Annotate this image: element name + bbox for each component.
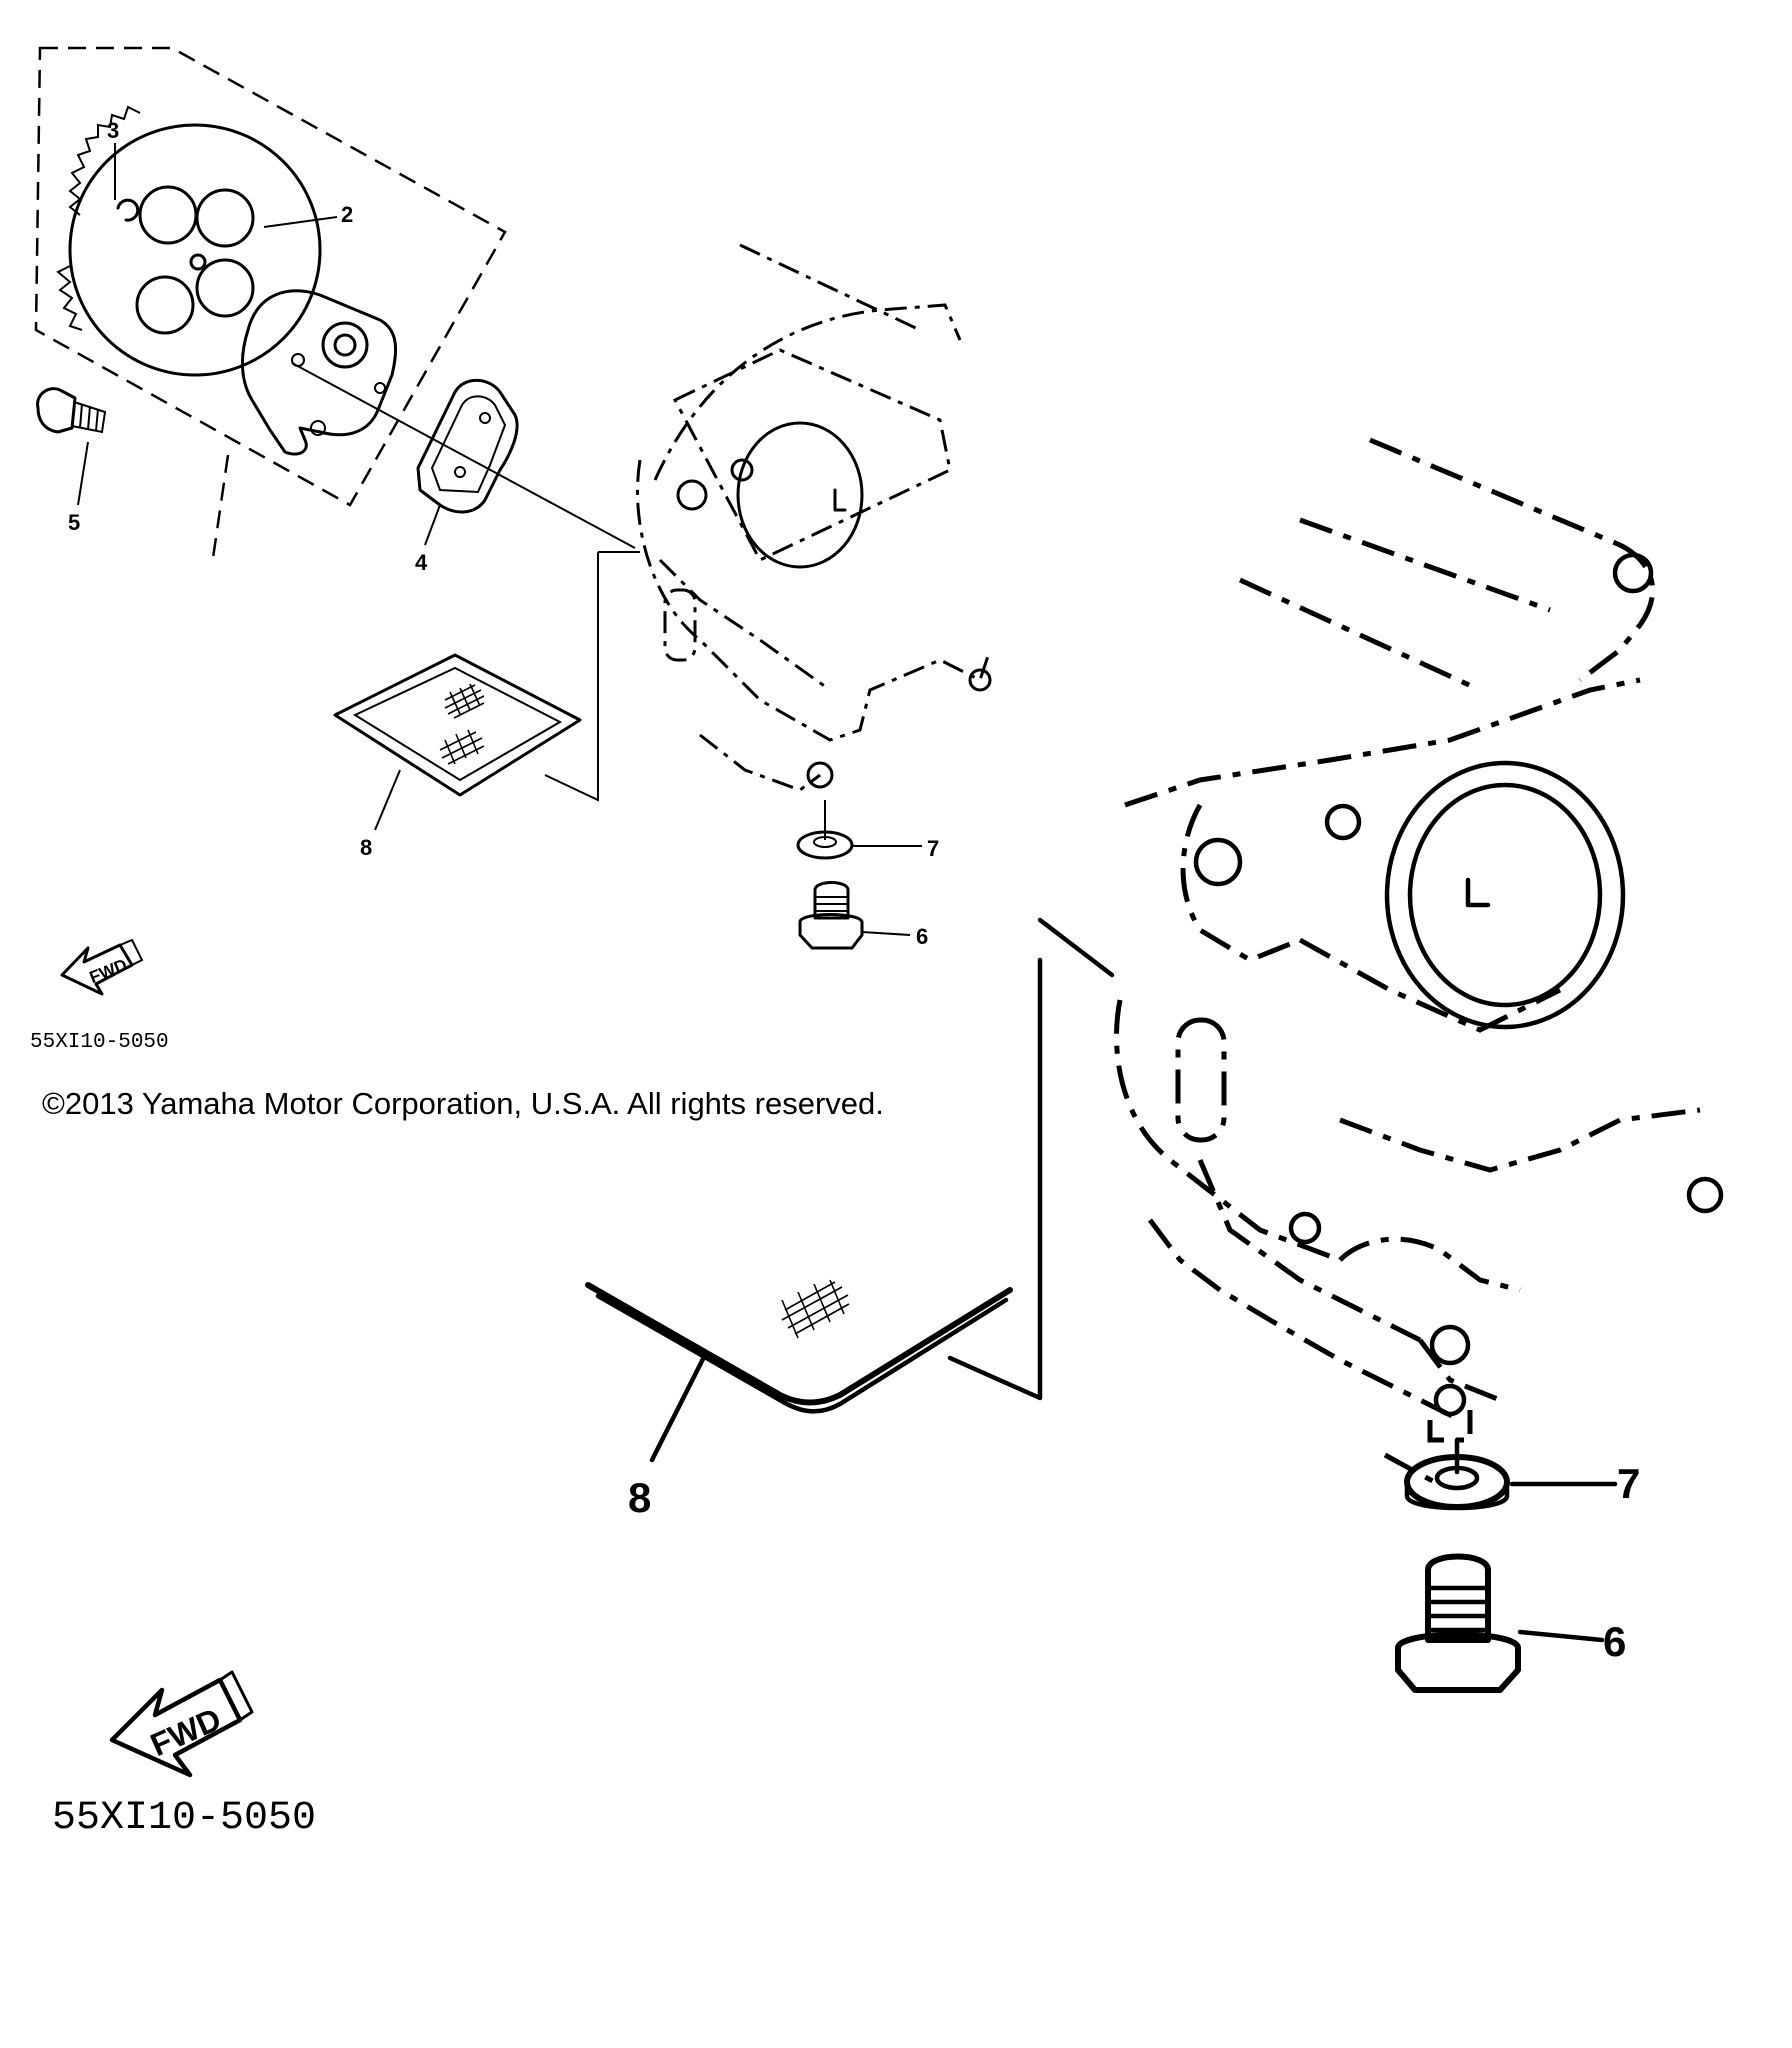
leader-lines-large <box>649 1352 1618 1643</box>
fwd-arrow-large: FWD <box>109 1670 254 1778</box>
washer-small <box>796 800 854 860</box>
oil-pump-gear <box>56 105 322 377</box>
assembly-boundary-dashed <box>34 46 507 507</box>
callout-6-small: 6 <box>916 924 928 949</box>
callout-5-small: 5 <box>68 510 80 535</box>
large-diagram: 6 7 8 FWD 55XI10-5050 <box>52 437 1724 1841</box>
callout-7-large: 7 <box>1617 1460 1640 1507</box>
oil-strainer-large <box>585 1279 1013 1414</box>
fwd-arrow-small: FWD <box>60 938 144 996</box>
callout-3-small: 3 <box>107 118 119 143</box>
svg-text:FWD: FWD <box>87 955 130 987</box>
bolt <box>36 387 107 434</box>
callout-6-large: 6 <box>1603 1618 1626 1665</box>
callout-2-small: 2 <box>341 202 353 227</box>
leader-lines-small <box>77 143 922 936</box>
oil-pump-body <box>240 289 398 456</box>
circlip <box>116 198 140 222</box>
callout-8-small: 8 <box>360 835 372 860</box>
drain-bolt-large <box>1395 1553 1521 1693</box>
callout-8-large: 8 <box>628 1474 651 1521</box>
part-code-large: 55XI10-5050 <box>52 1796 316 1841</box>
part-code-small: 55XI10-5050 <box>30 1031 169 1054</box>
oil-strainer-small <box>333 653 582 797</box>
copyright-notice: ©2013 Yamaha Motor Corporation, U.S.A. A… <box>42 1086 884 1121</box>
callout-7-small: 7 <box>927 836 939 861</box>
drain-bolt-small <box>798 881 864 950</box>
pump-gasket <box>416 378 519 514</box>
callout-4-small: 4 <box>415 550 428 575</box>
washer-large <box>1404 1437 1510 1511</box>
small-diagram: 2 3 4 5 6 7 8 FWD 55XI10-5050 <box>30 46 992 1054</box>
crankcase-large <box>947 437 1724 1488</box>
crankcase-small <box>544 243 992 802</box>
